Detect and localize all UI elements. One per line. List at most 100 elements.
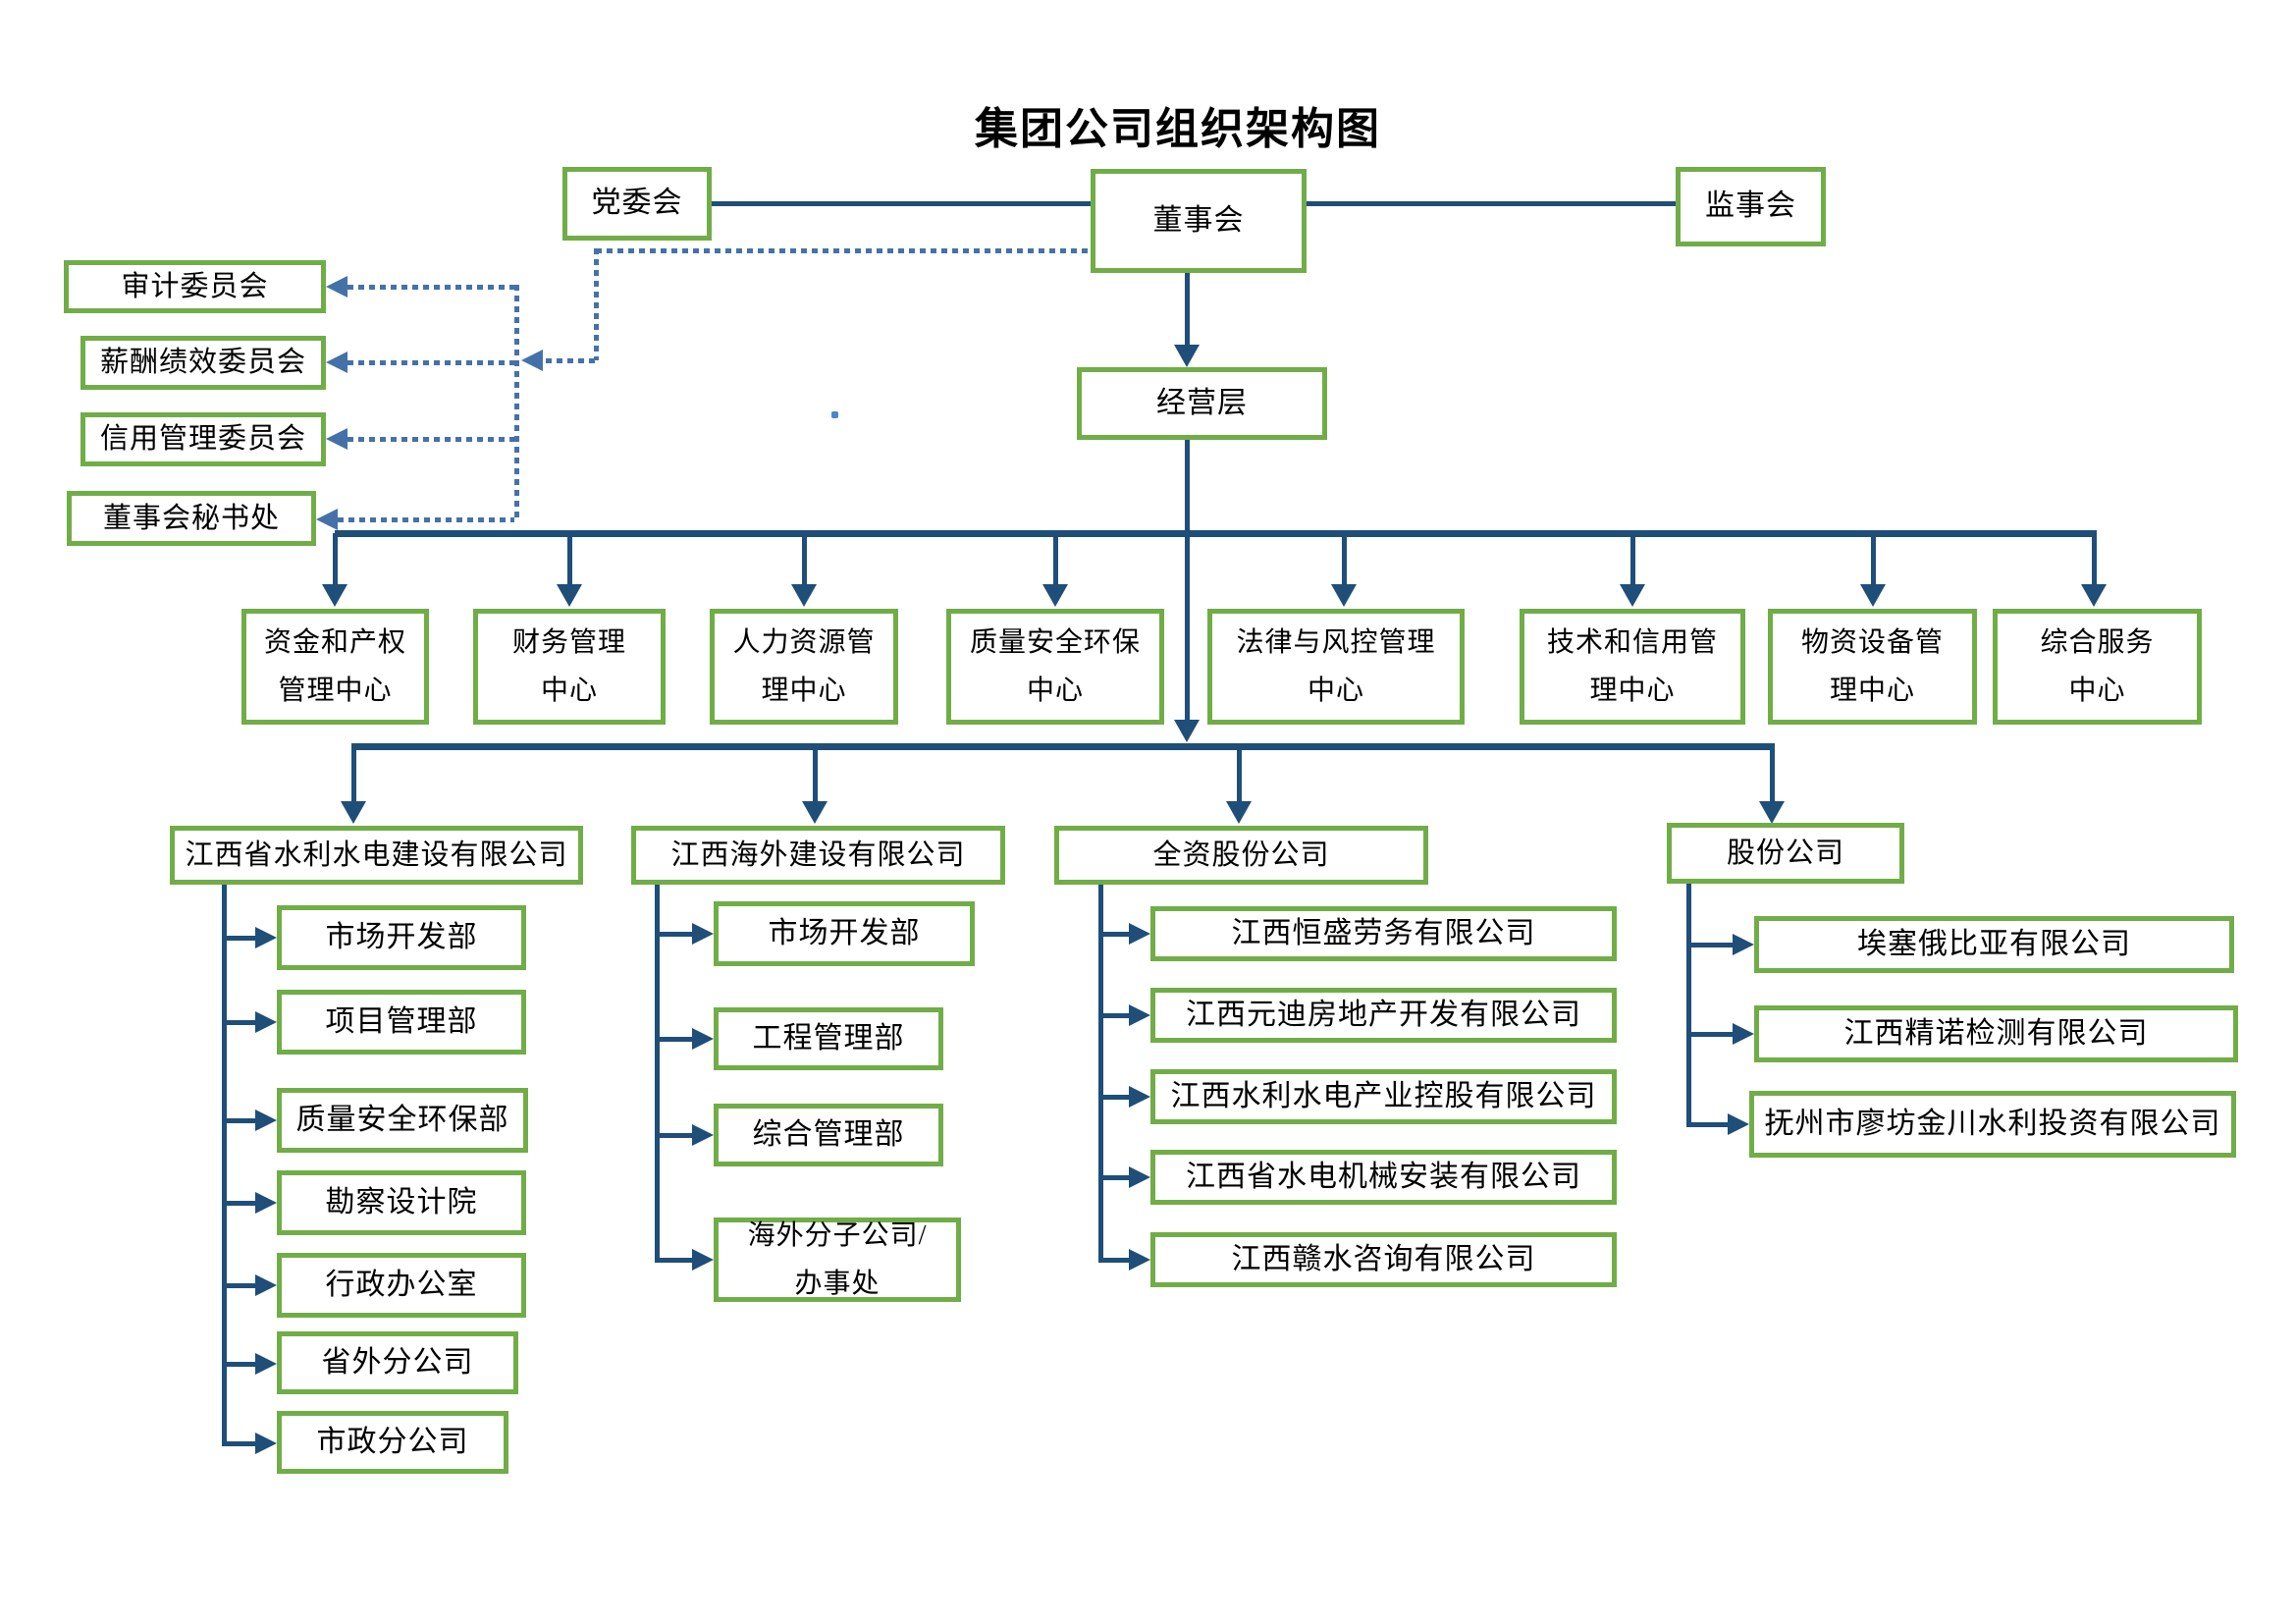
arrow-down-bus2-icon [1174,720,1200,742]
arrow-right-g4-1-icon [1733,934,1754,955]
node-g1-child-2: 项目管理部 [277,990,526,1055]
arrow-right-g1-5-icon [255,1274,277,1296]
branch-g1-1 [222,936,255,941]
arrow-down-center-7-icon [1860,584,1886,607]
connector-board-supervisory [1307,201,1676,206]
arrow-left-secretariat-icon [316,509,338,530]
arrow-left-compensation-icon [326,352,347,373]
branch-g3-3 [1098,1095,1129,1100]
bus-centers [335,530,2097,537]
node-g3-child-5: 江西赣水咨询有限公司 [1150,1232,1617,1287]
trunk-group-4 [1686,884,1691,1126]
arrow-right-g1-4-icon [255,1192,277,1214]
branch-g4-2 [1686,1032,1733,1037]
dotted-branch-secretariat [338,517,514,522]
arrow-down-center-8-icon [2081,584,2107,607]
branch-g2-3 [655,1133,692,1138]
node-committee-compensation: 薪酬绩效委员会 [80,336,326,390]
drop-center-6 [1630,533,1635,585]
arrow-down-center-3-icon [791,584,817,607]
drop-center-7 [1871,533,1876,585]
stray-dot [831,411,838,418]
arrow-down-center-6-icon [1620,584,1645,607]
arrow-right-g2-2-icon [692,1028,714,1050]
arrow-down-management-icon [1174,345,1200,367]
node-g1-child-7: 市政分公司 [277,1411,508,1474]
branch-g1-2 [222,1020,255,1025]
arrow-right-g2-4-icon [692,1249,714,1271]
arrow-right-g1-6-icon [255,1353,277,1375]
node-g2-child-3: 综合管理部 [714,1104,943,1166]
drop-center-1 [333,533,338,585]
branch-g3-1 [1098,932,1129,937]
node-g2-child-1: 市场开发部 [714,901,975,966]
arrow-right-g3-1-icon [1129,923,1150,945]
drop-center-5 [1342,533,1347,585]
node-center-capital-property: 资金和产权 管理中心 [241,609,429,725]
arrow-left-feed-icon [521,350,543,371]
arrow-down-group-4-icon [1759,801,1785,824]
branch-g2-2 [655,1037,692,1042]
node-g1-child-3: 质量安全环保部 [277,1088,528,1153]
connector-board-management [1185,273,1190,347]
dotted-branch-audit [347,285,514,290]
node-center-materials: 物资设备管 理中心 [1768,609,1977,725]
arrow-right-g1-3-icon [255,1110,277,1131]
branch-g3-5 [1098,1258,1129,1263]
branch-g3-2 [1098,1013,1129,1018]
arrow-right-g3-5-icon [1129,1249,1150,1271]
page-title: 集团公司组织架构图 [975,105,1381,153]
dotted-committee-trunk [514,285,519,522]
dotted-feed-vertical [594,248,599,360]
arrow-down-group-1-icon [341,801,366,824]
node-group-3-header: 全资股份公司 [1054,826,1428,885]
arrow-right-g1-2-icon [255,1011,277,1033]
arrow-left-audit-icon [326,276,347,298]
dotted-feed-approach [546,358,596,363]
node-center-tech-credit: 技术和信用管 理中心 [1520,609,1745,725]
branch-g2-4 [655,1258,692,1263]
arrow-left-credit-icon [326,428,347,450]
drop-center-3 [802,533,807,585]
node-g4-child-1: 埃塞俄比亚有限公司 [1754,916,2234,973]
node-g4-child-3: 抚州市廖坊金川水利投资有限公司 [1749,1091,2236,1158]
branch-g1-3 [222,1118,255,1123]
connector-management-bus2 [1185,440,1190,722]
node-group-1-header: 江西省水利水电建设有限公司 [170,826,583,885]
node-board-secretariat: 董事会秘书处 [67,491,316,546]
arrow-right-g3-2-icon [1129,1004,1150,1026]
branch-g2-1 [655,932,692,937]
node-g2-child-2: 工程管理部 [714,1007,943,1070]
node-center-hr: 人力资源管 理中心 [710,609,898,725]
node-center-finance: 财务管理 中心 [473,609,666,725]
branch-g4-3 [1686,1122,1728,1127]
drop-group-2 [813,746,818,802]
branch-g1-4 [222,1201,255,1206]
node-center-qshe: 质量安全环保 中心 [946,609,1164,725]
arrow-right-g3-4-icon [1129,1166,1150,1188]
branch-g1-7 [222,1441,255,1446]
node-center-services: 综合服务 中心 [1993,609,2202,725]
node-center-legal-risk: 法律与风控管理 中心 [1207,609,1465,725]
node-g3-child-1: 江西恒盛劳务有限公司 [1150,906,1617,961]
node-g1-child-5: 行政办公室 [277,1253,526,1318]
arrow-right-g3-3-icon [1129,1086,1150,1108]
node-group-2-header: 江西海外建设有限公司 [631,826,1005,885]
bus-subsidiaries [353,743,1774,750]
node-supervisory-board: 监事会 [1676,167,1826,246]
node-g1-child-6: 省外分公司 [277,1331,518,1394]
arrow-right-g1-7-icon [255,1433,277,1454]
branch-g1-6 [222,1362,255,1367]
branch-g4-1 [1686,943,1733,947]
arrow-right-g2-3-icon [692,1124,714,1146]
connector-party-board [712,201,1091,206]
trunk-group-2 [655,885,660,1262]
dotted-feed-horizontal [596,248,1091,253]
node-g3-child-4: 江西省水电机械安装有限公司 [1150,1150,1617,1205]
drop-group-1 [351,743,356,802]
arrow-down-group-2-icon [802,801,828,824]
arrow-down-center-1-icon [322,584,347,607]
node-g1-child-4: 勘察设计院 [277,1170,526,1235]
node-g3-child-3: 江西水利水电产业控股有限公司 [1150,1069,1617,1124]
